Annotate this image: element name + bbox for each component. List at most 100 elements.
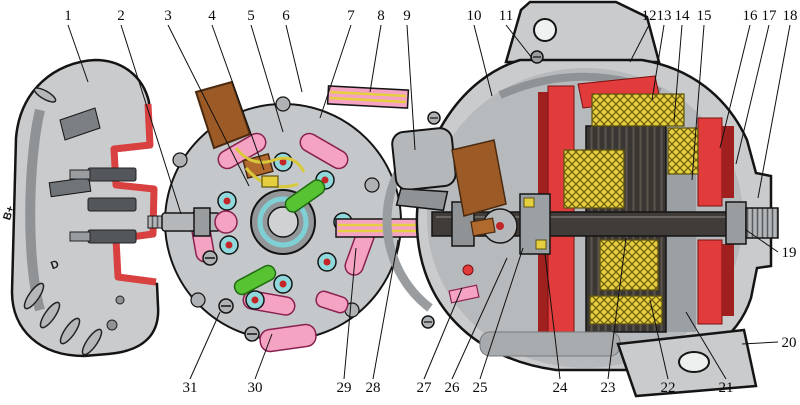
stud-body	[161, 212, 221, 232]
callout-label-26: 26	[445, 380, 461, 396]
screw	[218, 298, 234, 314]
pink-tab	[259, 323, 317, 353]
callout-label-12: 12	[642, 8, 657, 24]
heatsink-brown	[451, 139, 507, 217]
callout-label-29: 29	[337, 380, 352, 396]
mounting-lug-hole	[533, 18, 557, 42]
callout-label-22: 22	[661, 380, 676, 396]
callout-line-4	[211, 24, 265, 171]
bearing-winding-top	[523, 197, 535, 208]
callout-line-22	[649, 299, 669, 380]
callout-label-8: 8	[377, 8, 385, 24]
stud-washer	[214, 210, 238, 234]
terminal-label-B+: B+	[1, 204, 17, 221]
callout-line-27	[423, 287, 463, 380]
callout-label-16: 16	[743, 8, 759, 24]
callout-line-18	[757, 24, 791, 199]
callout-label-27: 27	[417, 380, 433, 396]
terminal-labels: B+ D	[1, 204, 61, 272]
red-detail	[462, 264, 474, 276]
rear-cover: B+ D	[1, 58, 160, 358]
callout-line-14	[673, 24, 683, 123]
plate-boss	[172, 152, 188, 168]
suppression-capacitor	[391, 127, 457, 212]
shaft-thread	[745, 207, 779, 239]
terminal-label-D: D	[49, 258, 61, 272]
hub-bore	[267, 206, 299, 238]
callout-label-10: 10	[467, 8, 482, 24]
stator-red-right-upper	[697, 117, 723, 207]
callout-line-1	[67, 24, 89, 83]
hub-ring	[257, 196, 309, 248]
callout-line-17	[735, 24, 770, 165]
vent-slot	[23, 282, 45, 310]
diode	[217, 191, 237, 211]
callout-line-25	[479, 247, 524, 380]
flange-screw	[421, 315, 435, 329]
winding-left	[563, 149, 625, 209]
bottom-band	[479, 331, 621, 357]
callout-label-3: 3	[164, 8, 172, 24]
stator-red-right-lower	[697, 239, 723, 325]
diode	[219, 235, 239, 255]
callout-line-13	[651, 24, 665, 101]
callout-line-20	[741, 341, 779, 345]
terminal-bar	[87, 197, 137, 212]
callout-label-7: 7	[347, 8, 355, 24]
mounting-foot-hole	[678, 351, 710, 373]
diode	[245, 290, 265, 310]
vent-slot	[33, 87, 57, 103]
callout-label-24: 24	[553, 380, 569, 396]
callout-label-4: 4	[208, 8, 216, 24]
bearing-winding-bottom	[535, 239, 547, 250]
terminal-bar	[87, 167, 137, 182]
callout-line-9	[406, 24, 416, 151]
winding-center	[599, 239, 659, 291]
pink-detail	[448, 284, 480, 304]
flange-screw	[427, 111, 441, 125]
callout-line-16	[719, 24, 751, 149]
callout-line-26	[451, 257, 508, 380]
callout-lines	[67, 24, 791, 380]
plate-boss	[364, 177, 380, 193]
callout-line-28	[372, 239, 399, 380]
callout-line-15	[691, 24, 705, 181]
callout-label-11: 11	[499, 8, 513, 24]
terminal-block	[69, 167, 137, 244]
vent-hole	[115, 295, 125, 305]
vent-slots	[23, 87, 125, 356]
rear-cover-body	[10, 58, 160, 358]
terminal-bar	[87, 229, 137, 244]
callout-line-10	[473, 24, 493, 97]
callout-line-7	[319, 24, 352, 119]
vent-hole	[106, 319, 118, 331]
callout-line-31	[189, 311, 221, 380]
lead-terminal	[261, 175, 279, 188]
callout-line-3	[167, 24, 250, 187]
winding-lower	[589, 295, 663, 325]
brush-holder	[194, 80, 252, 150]
callout-label-13: 13	[657, 8, 672, 24]
callout-label-23: 23	[601, 380, 616, 396]
callout-line-11	[505, 24, 533, 59]
callout-line-24	[544, 253, 561, 380]
rear-cover-rib	[48, 176, 92, 198]
pink-tab	[315, 290, 349, 314]
alternator-body	[382, 0, 779, 398]
vent-slot	[59, 317, 81, 345]
rear-cover-cut-edge	[110, 103, 158, 286]
callout-label-20: 20	[782, 335, 797, 351]
slip-ring-core	[496, 222, 504, 230]
stator-dark-right-upper	[722, 126, 734, 198]
callout-line-12	[629, 24, 650, 63]
callout-line-21	[685, 311, 727, 380]
terminal-stud	[69, 231, 91, 242]
winding-top	[591, 93, 685, 127]
callout-label-19: 19	[782, 245, 797, 261]
callout-label-21: 21	[719, 380, 734, 396]
callout-label-9: 9	[403, 8, 411, 24]
vent-slot	[81, 328, 103, 356]
